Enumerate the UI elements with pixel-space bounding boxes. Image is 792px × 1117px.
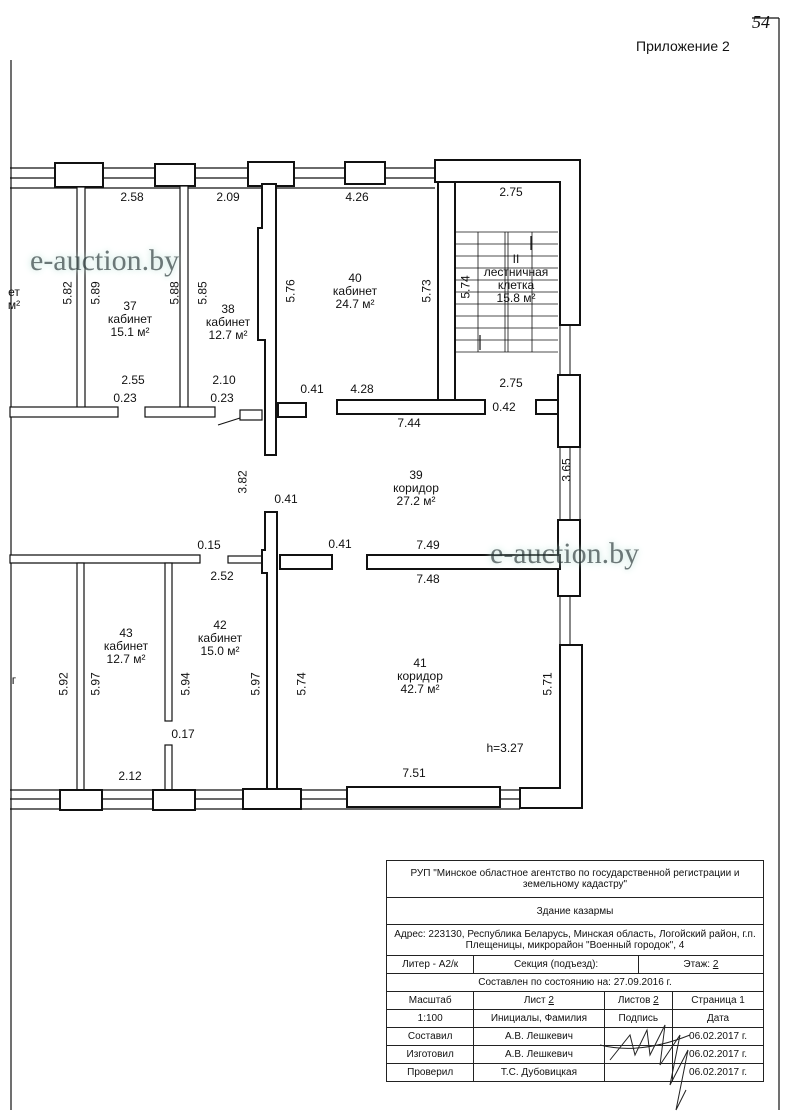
dim: 2.58 <box>120 190 144 204</box>
dim: 0.41 <box>328 537 352 551</box>
dim: 5.74 <box>458 275 473 299</box>
dim: 2.55 <box>121 373 145 387</box>
role: Составил <box>385 1027 475 1046</box>
role: Изготовил <box>385 1045 475 1064</box>
stairs <box>456 231 558 353</box>
dim: 4.26 <box>345 190 369 204</box>
upper-partitions <box>9 181 561 456</box>
right-exterior-wall <box>519 325 583 809</box>
room-partial-44: г <box>11 673 17 687</box>
title-block: РУП "Минское областное агентство по госу… <box>385 860 765 1082</box>
dim: 0.23 <box>210 391 234 405</box>
dim: 3.65 <box>559 458 574 482</box>
dim: 5.74 <box>294 672 309 696</box>
page-number: 54 <box>752 12 770 32</box>
dim: 7.49 <box>416 538 440 552</box>
building-name: Здание казармы <box>386 897 764 925</box>
table-row: Изготовил А.В. Лешкевич 06.02.2017 г. <box>385 1045 764 1064</box>
dim: 5.82 <box>60 281 75 305</box>
scale-label: Масштаб <box>385 991 475 1010</box>
table-row: Составил А.В. Лешкевич 06.02.2017 г. <box>385 1027 764 1046</box>
date-label: Дата <box>672 1009 764 1028</box>
appendix-label: Приложение 2 <box>636 38 730 54</box>
person: А.В. Лешкевич <box>473 1027 605 1046</box>
organization: РУП "Минское областное агентство по госу… <box>386 860 764 898</box>
dim: 7.44 <box>397 416 421 430</box>
liter: Литер - А2/к <box>385 955 475 974</box>
dim: 2.09 <box>216 190 240 204</box>
table-row: Проверил Т.С. Дубовицкая 06.02.2017 г. <box>385 1063 764 1082</box>
dim: 2.12 <box>118 769 142 783</box>
bottom-exterior-wall <box>10 786 520 811</box>
dim: 5.89 <box>88 281 103 305</box>
signature-cell <box>603 1027 674 1046</box>
date: 06.02.2017 г. <box>672 1027 764 1046</box>
dim: 7.51 <box>402 766 426 780</box>
ceiling-height: h=3.27 <box>486 741 524 755</box>
floor: Этаж: 2 <box>637 955 765 974</box>
dim: 0.41 <box>300 382 324 396</box>
dim: 4.28 <box>350 382 374 396</box>
dim: 2.75 <box>499 376 523 390</box>
person: Т.С. Дубовицкая <box>473 1063 605 1082</box>
dim: 2.10 <box>212 373 236 387</box>
sheet: Лист 2 <box>473 991 605 1010</box>
state-date: Составлен по состоянию на: 27.09.2016 г. <box>386 973 764 992</box>
dim: 5.94 <box>178 672 193 696</box>
date: 06.02.2017 г. <box>672 1045 764 1064</box>
address: Адрес: 223130, Республика Беларусь, Минс… <box>386 924 764 956</box>
section: Секция (подъезд): <box>473 955 639 974</box>
dim: 0.23 <box>113 391 137 405</box>
dim: 0.42 <box>492 400 516 414</box>
person: А.В. Лешкевич <box>473 1045 605 1064</box>
dim: 3.82 <box>235 470 250 494</box>
dim: 0.41 <box>274 492 298 506</box>
dim: 7.48 <box>416 572 440 586</box>
signature-label: Подпись <box>603 1009 674 1028</box>
dim: 2.75 <box>499 185 523 199</box>
dim: 5.71 <box>540 672 555 696</box>
dim: 5.92 <box>56 672 71 696</box>
signature-cell <box>603 1045 674 1064</box>
sheets: Листов 2 <box>603 991 674 1010</box>
initials-label: Инициалы, Фамилия <box>473 1009 605 1028</box>
scale: 1:100 <box>385 1009 475 1028</box>
watermark: e-auction.by <box>30 244 180 277</box>
dim: 2.52 <box>210 569 234 583</box>
dim: 5.73 <box>419 279 434 303</box>
role: Проверил <box>385 1063 475 1082</box>
dim: 5.88 <box>167 281 182 305</box>
page: Страница 1 <box>672 991 764 1010</box>
lower-partitions <box>9 511 561 792</box>
dim: 5.97 <box>88 672 103 696</box>
dim: 5.76 <box>283 279 298 303</box>
dim: 0.17 <box>171 727 195 741</box>
dim: 0.15 <box>197 538 221 552</box>
dim: 5.85 <box>195 281 210 305</box>
page-frame <box>10 17 780 1110</box>
watermark: e-auction.by <box>490 537 640 570</box>
top-exterior-wall <box>10 159 581 326</box>
signature-cell <box>603 1063 674 1082</box>
dim: 5.97 <box>248 672 263 696</box>
date: 06.02.2017 г. <box>672 1063 764 1082</box>
